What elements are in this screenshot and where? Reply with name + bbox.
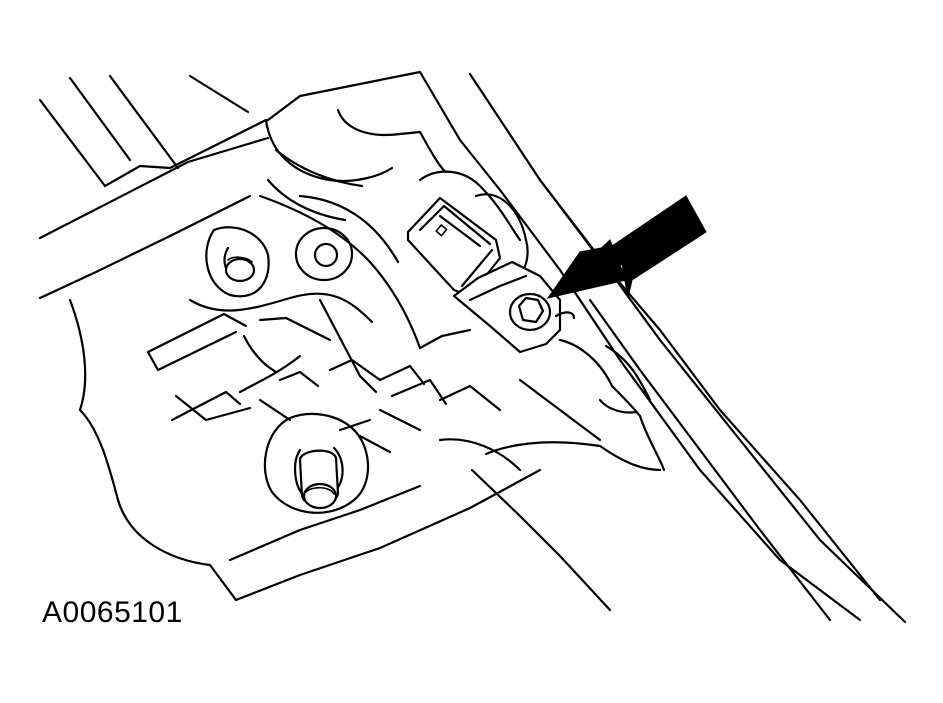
center-washer — [294, 226, 354, 282]
pointer-arrow — [546, 195, 707, 299]
lower-boss — [263, 412, 370, 514]
housing-outline — [38, 70, 907, 624]
lower-rails — [438, 438, 662, 612]
sensor-retaining-bolt — [508, 292, 552, 332]
sensor — [406, 170, 576, 354]
middle-ribs — [146, 194, 502, 454]
upper-casting — [264, 108, 448, 222]
left-boss — [205, 226, 270, 298]
upper-left-rails — [38, 74, 250, 188]
left-contour — [68, 298, 542, 602]
right-contour — [518, 338, 666, 472]
figure-id-label: A0065101 — [42, 596, 183, 629]
